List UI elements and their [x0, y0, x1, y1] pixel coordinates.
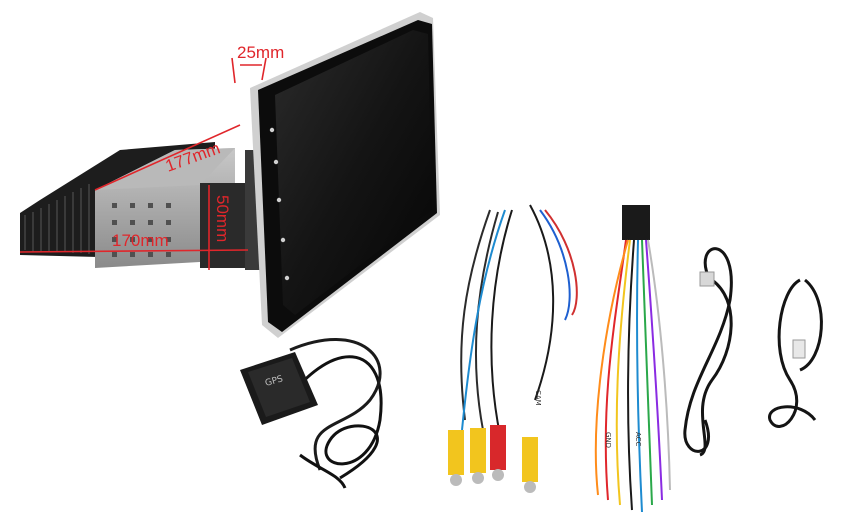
- cage-holes: [112, 203, 171, 257]
- bezel-dimension-label: 25mm: [237, 43, 284, 62]
- heatsink-fins: [24, 184, 90, 254]
- gnd-tag: GND: [604, 432, 612, 448]
- depth-bottom-dimension-label: 170mm: [112, 231, 169, 250]
- height-dimension-label: 50mm: [213, 195, 232, 242]
- extension-cable-coil: [768, 278, 823, 428]
- usb-cable-coil: [683, 247, 733, 457]
- dimension-lines: [19, 57, 267, 270]
- acc-tag: ACC: [634, 432, 642, 447]
- rca-harness: CAM: [448, 204, 578, 493]
- rca-cam-tag: CAM: [534, 390, 542, 406]
- gps-antenna: GPS: [240, 338, 383, 489]
- gps-label: GPS: [264, 374, 284, 389]
- touch-screen-panel: [250, 12, 440, 338]
- power-harness: GND ACC: [594, 205, 671, 513]
- head-unit-chassis: [20, 142, 265, 270]
- side-buttons: [269, 127, 290, 281]
- rca-plugs: [448, 425, 538, 493]
